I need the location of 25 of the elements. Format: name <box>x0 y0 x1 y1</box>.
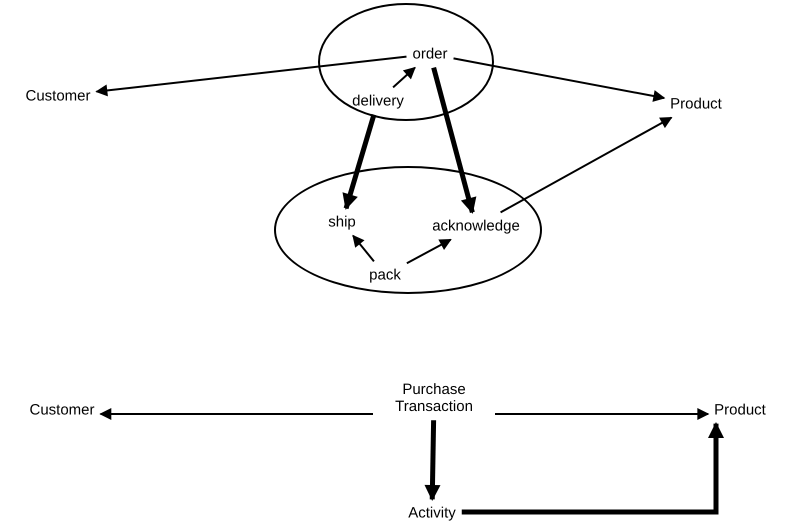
node-label: order <box>410 44 450 64</box>
node-label: ship <box>326 212 358 232</box>
arrow <box>495 408 710 420</box>
node-label: delivery <box>350 91 406 111</box>
ellipse-shape <box>318 3 494 121</box>
arrow <box>500 116 672 214</box>
ellipse-shape <box>274 166 542 294</box>
arrow <box>406 238 452 264</box>
arrow <box>392 66 416 88</box>
arrow <box>99 408 373 420</box>
node-label: acknowledge <box>430 216 522 236</box>
arrow <box>342 114 376 210</box>
arrow <box>95 56 407 96</box>
arrow <box>431 66 476 214</box>
arrow <box>424 420 440 501</box>
node-label: Purchase Transaction <box>377 380 491 416</box>
node-label: Activity <box>406 503 458 523</box>
node-label: Product <box>668 94 724 114</box>
node-label: Product <box>712 400 768 420</box>
arrow <box>462 422 724 514</box>
arrow <box>352 234 375 262</box>
node-label: Customer <box>27 400 97 420</box>
node-label: pack <box>367 265 403 285</box>
arrow <box>453 57 666 102</box>
node-label: Customer <box>23 86 93 106</box>
